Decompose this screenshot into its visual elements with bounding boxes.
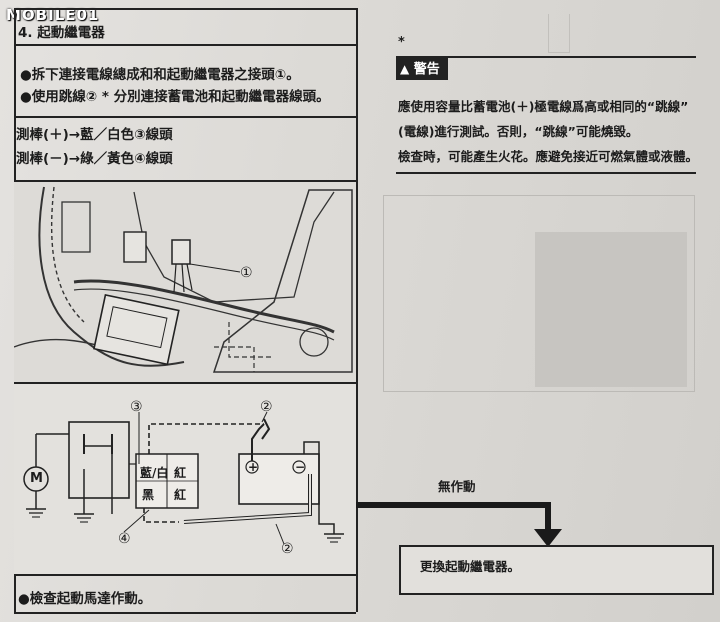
test-schematic xyxy=(14,384,356,574)
warning-line-3: 檢查時，可能產生火花。應避免接近可燃氣體或液體。 xyxy=(398,149,699,164)
callout-2-bottom: ② xyxy=(281,541,294,557)
warning-line-2: (電線)進行測試。否則，“跳線”可能燒毀。 xyxy=(398,124,639,139)
heading-rule xyxy=(14,44,356,46)
callout-2-top: ② xyxy=(260,399,273,415)
relay-label-blue-white: 藍/白 xyxy=(140,466,169,480)
instructions-rule xyxy=(14,116,356,118)
schematic-rule xyxy=(14,574,356,576)
relay-label-red-top: 紅 xyxy=(174,466,187,480)
callout-3: ③ xyxy=(130,399,143,415)
result-box xyxy=(399,545,714,595)
warning-tag: ▲ 警告 xyxy=(396,58,448,80)
relay-label-black: 黑 xyxy=(142,488,155,502)
probe-line-1: 測棒(＋)→藍／白色③線頭 xyxy=(16,127,173,143)
warning-line-1: 應使用容量比蓄電池(＋)極電線爲高或相同的“跳線” xyxy=(398,99,689,114)
warning-tag-label: 警告 xyxy=(413,62,440,77)
illustration-rule xyxy=(14,382,356,384)
battery-minus-label: − xyxy=(295,460,306,474)
instruction-2: ●使用跳線② * 分別連接蓄電池和起動繼電器線頭。 xyxy=(20,89,330,105)
callout-4: ④ xyxy=(118,531,131,547)
warning-triangle-icon: ▲ xyxy=(400,62,410,76)
panel-bottom-rule xyxy=(14,612,356,614)
warning-top-rule xyxy=(396,56,696,58)
battery-plus-label: + xyxy=(248,460,259,474)
no-action-arrow xyxy=(356,502,562,547)
panel-top-rule xyxy=(14,8,356,10)
no-action-label: 無作動 xyxy=(438,479,476,494)
result-text: 更換起動繼電器。 xyxy=(420,559,521,574)
motor-label: M xyxy=(30,471,43,486)
warning-bottom-rule xyxy=(396,172,696,174)
probe-line-2: 測棒(－)→綠／黃色④線頭 xyxy=(16,151,173,167)
callout-1: ① xyxy=(240,265,253,281)
asterisk-mark: * xyxy=(398,35,405,50)
relay-label-red-bottom: 紅 xyxy=(174,488,187,502)
ghost-arrow xyxy=(548,14,570,53)
probe-rule xyxy=(14,180,356,182)
check-motor-text: ●檢查起動馬達作動。 xyxy=(18,591,152,607)
step-heading: 4. 起動繼電器 xyxy=(18,25,105,41)
ghost-box xyxy=(383,195,695,392)
watermark-logo: MOBILE01 xyxy=(6,6,100,24)
instruction-1: ●拆下連接電線總成和和起動繼電器之接頭①。 xyxy=(20,67,300,83)
wiring-illustration xyxy=(14,182,356,382)
ghost-photo xyxy=(535,232,687,387)
